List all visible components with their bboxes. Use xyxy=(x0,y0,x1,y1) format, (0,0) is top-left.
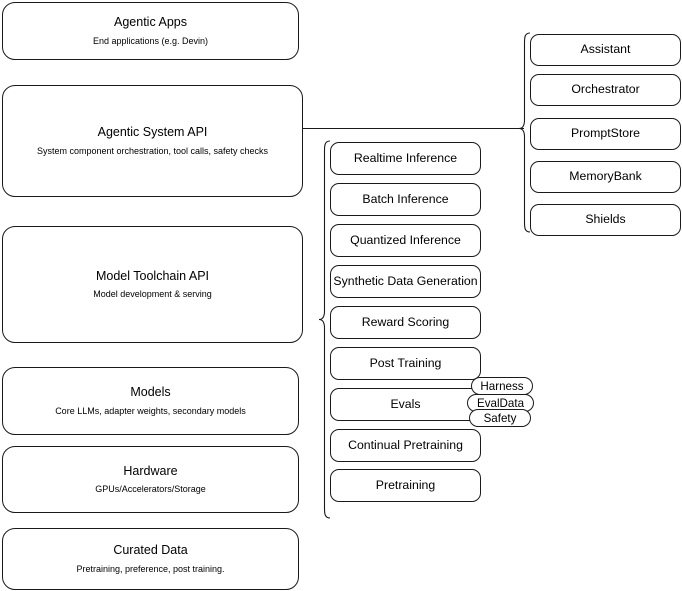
system-node-memorybank[interactable]: MemoryBank xyxy=(530,161,681,193)
toolchain-node-synthetic-data-generation[interactable]: Synthetic Data Generation xyxy=(330,265,481,298)
node-label: Reward Scoring xyxy=(361,314,450,329)
toolchain-node-continual-pretraining[interactable]: Continual Pretraining xyxy=(330,429,481,462)
toolchain-node-batch-inference[interactable]: Batch Inference xyxy=(330,183,481,216)
node-label: Evals xyxy=(390,396,421,411)
node-label: Realtime Inference xyxy=(353,150,458,165)
layer-title: Curated Data xyxy=(113,543,188,558)
pill-label: Harness xyxy=(480,379,524,393)
node-label: Assistant xyxy=(580,42,631,57)
node-label: MemoryBank xyxy=(569,169,642,184)
node-label: Quantized Inference xyxy=(350,232,461,247)
system-node-shields[interactable]: Shields xyxy=(530,204,681,236)
system-node-assistant[interactable]: Assistant xyxy=(530,34,681,66)
system-node-orchestrator[interactable]: Orchestrator xyxy=(530,74,681,106)
layer-models[interactable]: Models Core LLMs, adapter weights, secon… xyxy=(2,367,299,435)
node-label: Synthetic Data Generation xyxy=(333,273,478,288)
node-label: Pretraining xyxy=(375,477,436,492)
brace-toolchain-components xyxy=(318,140,331,519)
toolchain-node-pretraining[interactable]: Pretraining xyxy=(330,469,481,502)
layer-title: Hardware xyxy=(123,463,178,478)
node-label: Orchestrator xyxy=(571,82,640,97)
layer-title: Agentic Apps xyxy=(114,15,187,30)
pill-label: Safety xyxy=(483,411,517,425)
layer-curated-data[interactable]: Curated Data Pretraining, preference, po… xyxy=(2,528,299,590)
toolchain-node-quantized-inference[interactable]: Quantized Inference xyxy=(330,224,481,257)
layer-model-toolchain-api[interactable]: Model Toolchain API Model development & … xyxy=(2,226,303,343)
pill-label: EvalData xyxy=(476,396,525,410)
layer-subtitle: Model development & serving xyxy=(93,289,212,300)
layer-title: Model Toolchain API xyxy=(95,268,210,283)
layer-subtitle: Core LLMs, adapter weights, secondary mo… xyxy=(55,405,246,416)
system-node-promptstore[interactable]: PromptStore xyxy=(530,118,681,150)
layer-subtitle: End applications (e.g. Devin) xyxy=(92,35,209,46)
node-label: Batch Inference xyxy=(362,191,449,206)
layer-subtitle: System component orchestration, tool cal… xyxy=(36,145,269,156)
layer-agentic-apps[interactable]: Agentic Apps End applications (e.g. Devi… xyxy=(2,2,299,60)
layer-hardware[interactable]: Hardware GPUs/Accelerators/Storage xyxy=(2,446,299,513)
evals-pill-safety[interactable]: Safety xyxy=(469,409,531,427)
node-label: Shields xyxy=(585,212,626,227)
node-label: PromptStore xyxy=(570,126,641,141)
layer-title: Agentic System API xyxy=(97,125,208,140)
layer-title: Models xyxy=(130,385,171,400)
layer-subtitle: Pretraining, preference, post training. xyxy=(76,563,225,574)
node-label: Continual Pretraining xyxy=(348,437,463,452)
layer-agentic-system-api[interactable]: Agentic System API System component orch… xyxy=(2,85,303,197)
evals-pill-harness[interactable]: Harness xyxy=(471,377,533,395)
brace-system-components xyxy=(518,32,531,233)
toolchain-node-evals[interactable]: Evals xyxy=(330,388,481,421)
layer-subtitle: GPUs/Accelerators/Storage xyxy=(95,484,206,495)
node-label: Post Training xyxy=(369,355,442,370)
toolchain-node-reward-scoring[interactable]: Reward Scoring xyxy=(330,306,481,339)
toolchain-node-post-training[interactable]: Post Training xyxy=(330,347,481,380)
toolchain-node-realtime-inference[interactable]: Realtime Inference xyxy=(330,142,481,175)
